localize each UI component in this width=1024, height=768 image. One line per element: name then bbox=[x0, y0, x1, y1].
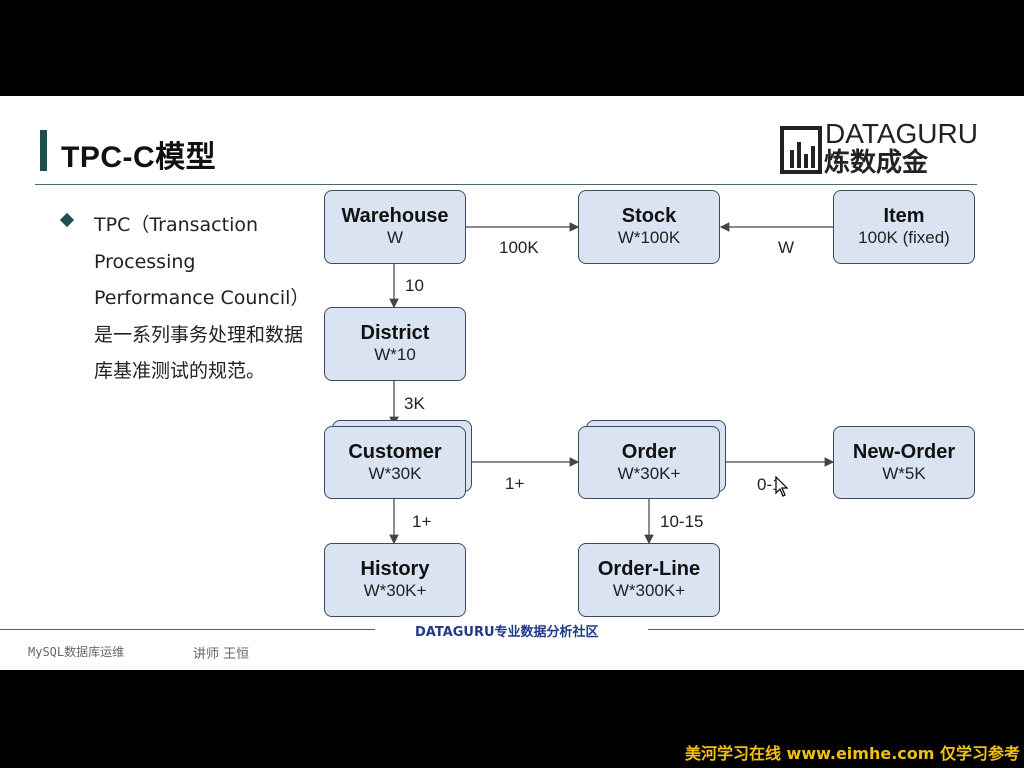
edge-label-customer-history: 1+ bbox=[412, 512, 432, 531]
edge-label-item-stock: W bbox=[778, 238, 795, 257]
node-customer: Customer W*30K bbox=[324, 426, 466, 499]
bullet-line: TPC（Transaction bbox=[94, 214, 259, 236]
bullet-line: Performance Council） bbox=[94, 287, 310, 309]
node-cardinality: W*30K bbox=[368, 464, 422, 483]
footer-community-name: DATAGURU专业数据分析社区 bbox=[415, 625, 599, 640]
footer-rule-left bbox=[0, 629, 375, 630]
node-name: Order-Line bbox=[597, 558, 701, 580]
logo-chinese-text: 炼数成金 bbox=[824, 148, 929, 178]
edge-label-warehouse-district: 10 bbox=[405, 276, 424, 295]
title-divider bbox=[35, 184, 977, 185]
node-cardinality: W*300K+ bbox=[612, 581, 686, 600]
bullet-paragraph: TPC（Transaction Processing Performance C… bbox=[94, 207, 326, 390]
bullet-line: Processing bbox=[94, 250, 196, 273]
node-cardinality: 100K (fixed) bbox=[858, 228, 950, 247]
node-name: Stock bbox=[621, 205, 677, 227]
node-cardinality: W*10 bbox=[374, 345, 416, 364]
node-name: Warehouse bbox=[341, 205, 449, 227]
logo-latin-text: DATAGURU bbox=[825, 118, 978, 149]
node-name: District bbox=[360, 322, 430, 344]
node-cardinality: W bbox=[386, 228, 404, 247]
node-name: History bbox=[360, 558, 430, 580]
site-watermark: 美河学习在线 www.eimhe.com 仅学习参考 bbox=[684, 744, 1020, 763]
node-name: Customer bbox=[348, 441, 442, 463]
node-cardinality: W*100K bbox=[617, 228, 681, 247]
dataguru-logo-icon bbox=[780, 126, 822, 174]
title-accent-bar bbox=[40, 130, 47, 171]
node-district: District W*10 bbox=[324, 307, 466, 381]
node-cardinality: W*30K+ bbox=[617, 464, 681, 483]
node-cardinality: W*5K bbox=[882, 464, 926, 483]
bullet-line: 库基准测试的规范。 bbox=[94, 360, 266, 382]
node-history: History W*30K+ bbox=[324, 543, 466, 617]
node-cardinality: W*30K+ bbox=[363, 581, 427, 600]
footer-rule-right bbox=[648, 629, 1024, 630]
footer-course-name: MySQL数据库运维 bbox=[28, 645, 125, 659]
mouse-cursor-icon bbox=[775, 476, 789, 497]
node-new-order: New-Order W*5K bbox=[833, 426, 975, 499]
edge-label-customer-order: 1+ bbox=[505, 474, 525, 493]
footer-lecturer: 讲师 王恒 bbox=[193, 647, 250, 662]
node-item: Item 100K (fixed) bbox=[833, 190, 975, 264]
node-order-line: Order-Line W*300K+ bbox=[578, 543, 720, 617]
edge-label-district-customer: 3K bbox=[404, 394, 425, 413]
edge-label-order-orderline: 10-15 bbox=[660, 512, 704, 531]
node-order: Order W*30K+ bbox=[578, 426, 720, 499]
node-name: Order bbox=[621, 441, 677, 463]
bullet-line: 是一系列事务处理和数据 bbox=[94, 323, 304, 346]
node-name: Item bbox=[883, 205, 925, 227]
node-stock: Stock W*100K bbox=[578, 190, 720, 264]
node-warehouse: Warehouse W bbox=[324, 190, 466, 264]
slide-title: TPC-C模型 bbox=[61, 141, 217, 174]
edge-label-warehouse-stock: 100K bbox=[499, 238, 539, 257]
node-name: New-Order bbox=[852, 441, 956, 463]
